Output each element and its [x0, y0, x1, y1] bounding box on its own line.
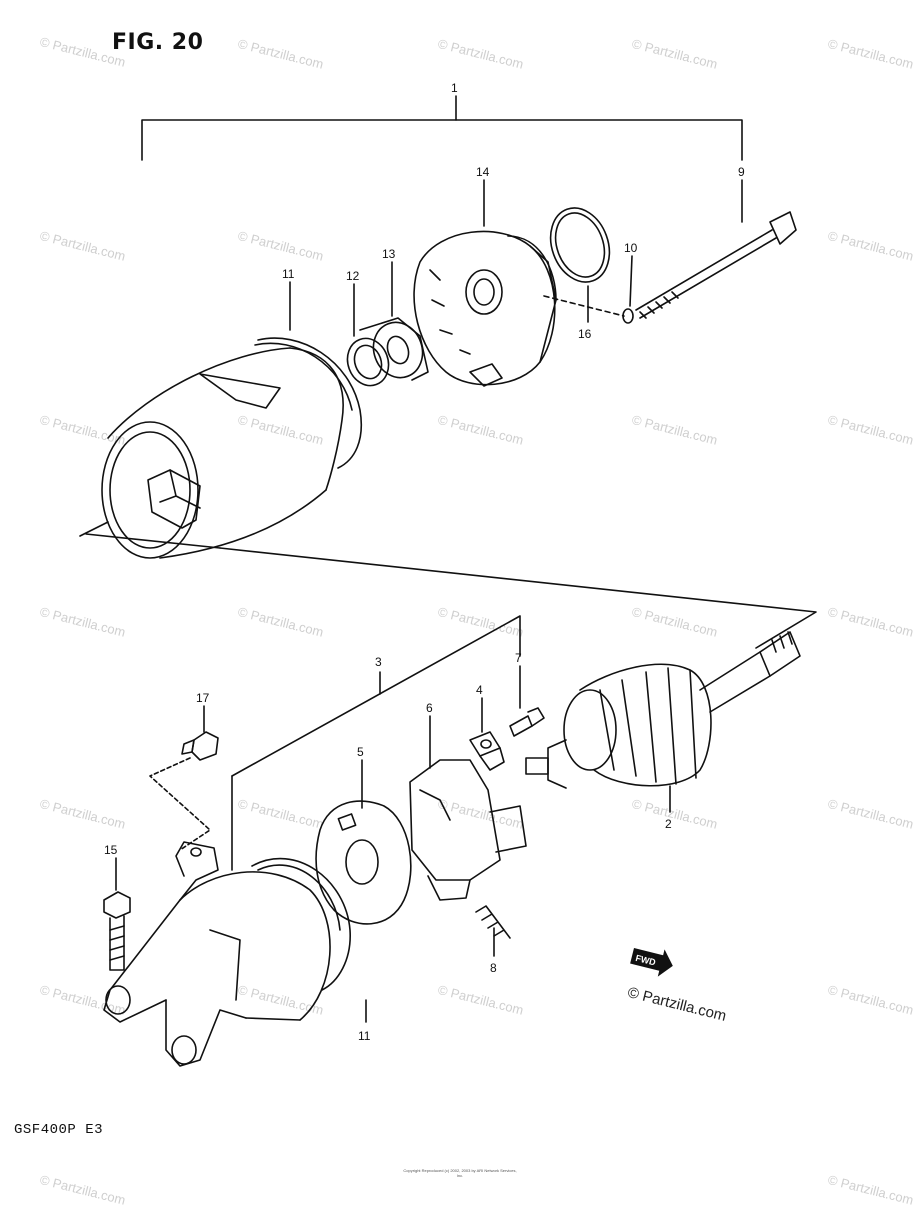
assembly-bracket-line: [141, 119, 743, 161]
callout-3: 3: [375, 655, 382, 669]
end-cover-14: [413, 230, 557, 387]
washer-12: [346, 337, 390, 387]
callout-9: 9: [738, 165, 745, 179]
callout-6: 6: [426, 701, 433, 715]
callout-7: 7: [515, 651, 522, 665]
callout-14: 14: [476, 165, 490, 179]
fwd-arrow-icon: FWD: [630, 948, 673, 977]
o-ring-11-upper: [257, 337, 362, 469]
screw-7: [509, 707, 545, 737]
assembly-line: [543, 295, 625, 317]
callout-16: 16: [578, 327, 592, 341]
callout-10: 10: [624, 241, 638, 255]
through-bolt-9: [635, 211, 797, 319]
callout-15: 15: [104, 843, 118, 857]
callout-11-lower: 11: [358, 1029, 371, 1043]
callout-1: 1: [451, 81, 458, 95]
model-code: GSF400P E3: [14, 1122, 104, 1138]
leader-line: [629, 255, 633, 307]
callout-5: 5: [357, 745, 364, 759]
o-ring-16: [549, 207, 611, 283]
housing-lower: [103, 841, 331, 1067]
callout-12: 12: [346, 269, 360, 283]
bolt-15: [103, 891, 131, 971]
callout-2: 2: [665, 817, 672, 831]
callout-4: 4: [476, 683, 483, 697]
screw-17: [149, 731, 219, 851]
figure-title: FIG. 20: [112, 30, 204, 55]
brush-holder-6: [409, 759, 527, 901]
fwd-label: FWD: [634, 953, 657, 968]
brush-plate-13: [359, 317, 429, 381]
armature-2: [525, 631, 801, 789]
callout-11-upper: 11: [282, 267, 295, 281]
spring-8: [475, 905, 511, 939]
motor-yoke-housing: [101, 347, 344, 559]
brush-plate-5: [315, 800, 412, 925]
callout-8: 8: [490, 961, 497, 975]
o-ring-11-lower: [251, 857, 351, 991]
callout-13: 13: [382, 247, 396, 261]
copyright-note: Copyright Reproduced (c) 2002, 2003 by A…: [403, 1168, 517, 1178]
terminal-4: [469, 731, 505, 771]
callout-17: 17: [196, 691, 210, 705]
bracket-3-line: [231, 615, 521, 777]
assembly-line: [79, 521, 817, 649]
